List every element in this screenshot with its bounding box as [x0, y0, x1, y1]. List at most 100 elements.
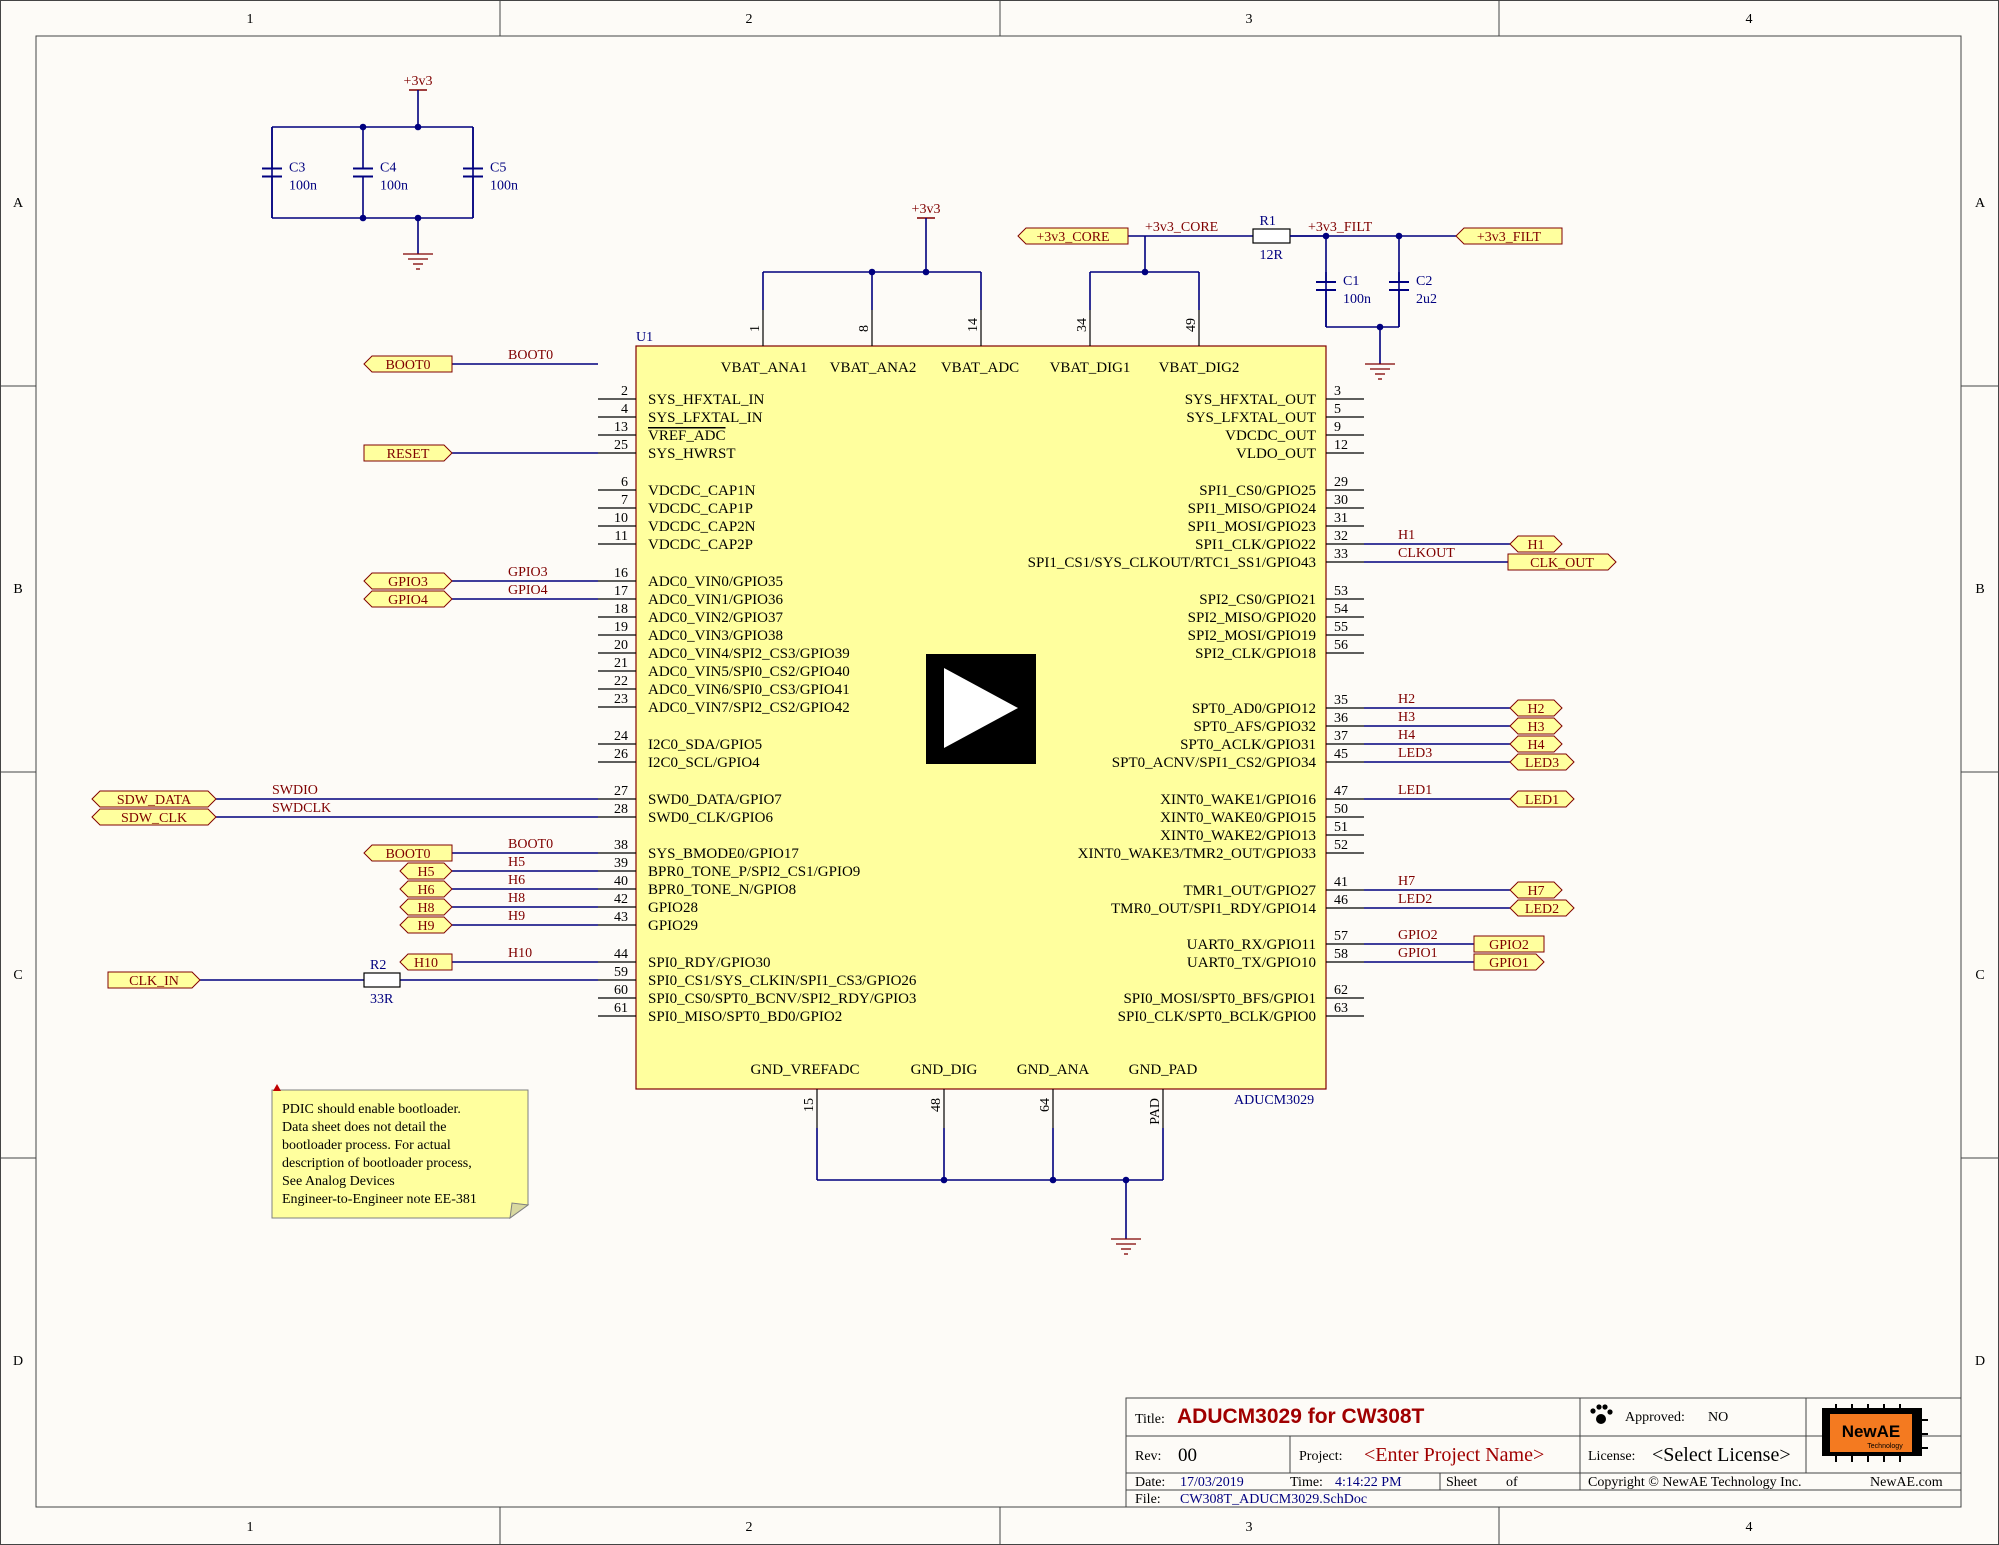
port-shape: [399, 880, 453, 898]
pin-name: SPI0_CS0/SPT0_BCNV/SPI2_RDY/GPIO3: [648, 991, 916, 1007]
pin-name: SPI0_CS1/SYS_CLKIN/SPI1_CS3/GPIO26: [648, 973, 917, 989]
port-label: LED3: [1525, 756, 1559, 771]
port-shape: [1509, 881, 1563, 899]
pin-name: XINT0_WAKE2/GPIO13: [1160, 828, 1316, 844]
port-label: H3: [1527, 720, 1544, 735]
resistor-value: 33R: [370, 992, 394, 1007]
resistor-body: [1252, 228, 1291, 244]
play-button[interactable]: [926, 654, 1036, 764]
port-label: H1: [1527, 538, 1544, 553]
junction-dot: [868, 268, 876, 276]
pin-number: 53: [1334, 584, 1348, 599]
port-shape: [91, 790, 217, 808]
pin-number: 30: [1334, 493, 1348, 508]
pin-name: XINT0_WAKE0/GPIO15: [1160, 810, 1316, 826]
pin-number: 7: [621, 493, 628, 508]
port-label: H10: [414, 956, 438, 971]
file-label: File:: [1135, 1492, 1161, 1507]
copyright: Copyright © NewAE Technology Inc.: [1588, 1475, 1802, 1490]
time-label: Time:: [1290, 1475, 1323, 1490]
cap-value: 100n: [490, 179, 518, 194]
pin-name: ADC0_VIN7/SPI2_CS2/GPIO42: [648, 700, 850, 716]
port-shape: [1473, 935, 1545, 953]
pin-number: 48: [929, 1098, 944, 1112]
cap-ref: C5: [490, 161, 506, 176]
port-label: H7: [1527, 884, 1544, 899]
zone-row-label: C: [1975, 968, 1984, 983]
title-label: Title:: [1135, 1412, 1165, 1427]
pin-number: 13: [614, 420, 628, 435]
logo-subtext: Technology: [1867, 1443, 1903, 1450]
port-shape: [1509, 899, 1575, 917]
pin-number: 8: [857, 325, 872, 332]
zone-row-label: A: [1975, 196, 1986, 211]
pin-number: 31: [1334, 511, 1348, 526]
pin-name: SPI2_MOSI/GPIO19: [1188, 628, 1316, 644]
pin-name: ADC0_VIN4/SPI2_CS3/GPIO39: [648, 646, 850, 662]
pin-number: 6: [621, 475, 628, 490]
pin-name: SPT0_AD0/GPIO12: [1192, 701, 1316, 717]
port-label: LED1: [1525, 793, 1559, 808]
pin-name: GND_PAD: [1129, 1062, 1198, 1078]
resistor-ref: R2: [370, 958, 386, 973]
cap-value: 100n: [1343, 292, 1371, 307]
port-label: CLK_IN: [129, 974, 179, 989]
pin-name: SPI0_MISO/SPT0_BD0/GPIO2: [648, 1009, 842, 1025]
pin-number: 14: [966, 318, 981, 332]
net-label: CLKOUT: [1398, 546, 1455, 561]
pin-name: BPR0_TONE_N/GPIO8: [648, 882, 796, 898]
cap-ref: C4: [380, 161, 396, 176]
pin-number: 20: [614, 638, 628, 653]
pin-number: 52: [1334, 838, 1348, 853]
pin-number: 37: [1334, 729, 1348, 744]
pin-number: 18: [614, 602, 628, 617]
zone-row-label: B: [1975, 582, 1984, 597]
pin-number: 9: [1334, 420, 1341, 435]
net-label: H8: [508, 891, 525, 906]
port-label: H8: [417, 901, 434, 916]
pin-name: UART0_TX/GPIO10: [1187, 955, 1316, 971]
port-label: H2: [1527, 702, 1544, 717]
port-shape: [399, 916, 453, 934]
license-label: License:: [1588, 1449, 1635, 1464]
pin-name: I2C0_SCL/GPIO4: [648, 755, 760, 771]
zone-row-label: A: [13, 196, 24, 211]
net-label: H2: [1398, 692, 1415, 707]
pin-name: ADC0_VIN2/GPIO37: [648, 610, 784, 626]
pin-number: 11: [615, 529, 628, 544]
net-label: SWDIO: [272, 783, 318, 798]
pin-number: 32: [1334, 529, 1348, 544]
pin-name: SPI1_MOSI/GPIO23: [1188, 519, 1316, 535]
pin-name: SPI0_CLK/SPT0_BCLK/GPIO0: [1118, 1009, 1316, 1025]
approved-label: Approved:: [1625, 1410, 1685, 1425]
date-label: Date:: [1135, 1475, 1165, 1490]
project-label: Project:: [1299, 1449, 1343, 1464]
pin-name: SYS_BMODE0/GPIO17: [648, 846, 799, 862]
pin-number: 23: [614, 692, 628, 707]
pin-number: 61: [614, 1001, 628, 1016]
cap-value: 100n: [380, 179, 408, 194]
port-label: BOOT0: [385, 847, 430, 862]
note-line: Data sheet does not detail the: [282, 1120, 446, 1135]
play-icon: [944, 668, 1018, 748]
net-label: H9: [508, 909, 525, 924]
pin-name: GND_DIG: [911, 1062, 978, 1078]
port-label: SDW_DATA: [117, 793, 192, 808]
power-label: +3v3: [912, 202, 941, 217]
port-shape: [1509, 735, 1563, 753]
note-marker-icon: [273, 1084, 281, 1091]
port-label: GPIO1: [1489, 956, 1529, 971]
net-label: BOOT0: [508, 837, 553, 852]
note-line: PDIC should enable bootloader.: [282, 1102, 461, 1117]
net-label: H10: [508, 946, 532, 961]
pin-name: VLDO_OUT: [1236, 446, 1316, 462]
zone-col-label: 4: [1746, 1520, 1753, 1535]
pin-name: TMR0_OUT/SPI1_RDY/GPIO14: [1111, 901, 1317, 917]
pin-name: VDCDC_CAP2N: [648, 519, 756, 535]
pin-name: VBAT_DIG1: [1050, 360, 1131, 376]
port-label: GPIO3: [388, 575, 428, 590]
pin-number: 25: [614, 438, 628, 453]
project-value: <Enter Project Name>: [1364, 1444, 1544, 1466]
paw-icon: [1590, 1404, 1613, 1424]
port-shape: [1509, 717, 1563, 735]
